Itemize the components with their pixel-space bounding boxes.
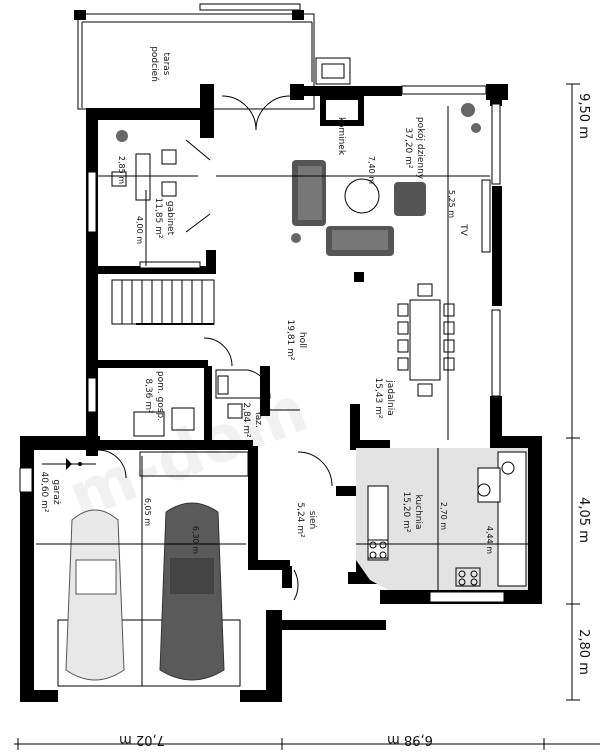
room-area-garaz: 40,60 m² <box>39 471 49 512</box>
chair-icon <box>161 181 177 197</box>
room-labels: taras podcień kominek pokój dzienny 37,2… <box>39 46 468 538</box>
tv-label: TV <box>458 223 468 236</box>
kitchen-floor <box>356 448 528 590</box>
dim-400: 4,00 m <box>135 216 144 244</box>
window <box>401 85 487 95</box>
window <box>321 63 345 79</box>
window <box>491 309 501 397</box>
window <box>491 103 501 185</box>
dim-740: 7,40 m <box>367 156 376 184</box>
outer-dim-bottom-right: 6,98 m <box>387 732 433 747</box>
outer-dim-right-mid: 4,05 m <box>576 497 591 543</box>
room-name-jadalnia: jadalnia <box>385 379 395 415</box>
terrace-post <box>74 10 86 20</box>
room-name-lazienka: łaz. <box>253 412 263 428</box>
garage-door <box>139 451 249 477</box>
outer-dimension-labels: 7,02 m 6,98 m 9,50 m 4,05 m 2,80 m <box>119 93 591 747</box>
room-name-holl: holl <box>297 332 307 348</box>
room-area-holl: 19,81 m² <box>285 319 295 360</box>
room-area-lazienka: 2,84 m² <box>241 402 251 438</box>
room-name-pom-gosp: pom. gosp. <box>155 371 165 421</box>
dim-285: 2,85 m <box>117 156 126 184</box>
outer-dim-right-bot: 2,80 m <box>576 629 591 675</box>
dimension-lines <box>36 106 528 686</box>
room-name-taras-2: podcień <box>149 46 159 82</box>
washer-icon <box>171 407 195 431</box>
car-icon <box>159 502 225 681</box>
compass-icon <box>42 458 96 470</box>
window <box>429 591 505 603</box>
room-area-kuchnia: 15,20 m² <box>401 491 411 532</box>
window <box>87 377 97 413</box>
armchair-icon <box>394 182 426 216</box>
room-area-pokoj: 37,20 m² <box>403 127 413 168</box>
room-name-pokoj: pokój dzienny <box>415 117 426 180</box>
sink-icon <box>477 483 491 497</box>
room-name-kuchnia: kuchnia <box>413 494 423 529</box>
desk-icon <box>135 153 151 201</box>
outer-dim-right-top: 9,50 m <box>576 93 591 139</box>
coffee-table-icon <box>344 178 380 214</box>
plant-icon <box>116 103 481 243</box>
doors <box>97 95 333 601</box>
terrace-post <box>292 10 304 20</box>
kitchen-island <box>477 467 501 503</box>
sink-icon <box>501 461 515 475</box>
shower-icon <box>215 369 271 399</box>
car-icon <box>65 509 125 681</box>
stove-icon <box>367 539 389 561</box>
stove-icon <box>455 567 481 587</box>
dim-270: 2,70 m <box>439 502 448 530</box>
terrace-outline <box>77 13 315 110</box>
windows <box>19 57 505 603</box>
window <box>481 179 491 253</box>
room-area-jadalnia: 15,43 m² <box>373 377 383 418</box>
garage-apron <box>57 619 241 687</box>
room-name-taras: taras <box>161 53 171 76</box>
dim-525: 5,25 m <box>447 190 456 218</box>
staircase <box>111 279 215 325</box>
room-area-pom-gosp: 8,36 m² <box>143 378 153 414</box>
terrace <box>74 3 315 110</box>
dim-630: 6,30 m <box>191 526 200 554</box>
room-name-kominek: kominek <box>336 117 346 156</box>
window <box>19 467 33 493</box>
kitchen-counter <box>497 451 527 587</box>
sink-icon <box>217 375 229 395</box>
window <box>139 261 201 269</box>
room-name-sien: sień <box>307 511 317 529</box>
toilet-icon <box>227 403 243 419</box>
chair-icon <box>161 149 177 165</box>
inner-dimension-labels: 2,85 m 7,40 m 4,00 m 5,25 m 2,70 m 4,44 … <box>117 156 494 554</box>
window <box>87 171 97 233</box>
outer-dimensions <box>14 83 600 750</box>
dim-605: 6,05 m <box>143 498 152 526</box>
room-name-gabinet: gabinet <box>165 201 175 236</box>
dining-table-icon <box>409 299 441 381</box>
boiler-icon <box>133 411 165 437</box>
room-area-gabinet: 11,85 m² <box>153 197 163 238</box>
room-area-sien: 5,24 m² <box>295 502 305 538</box>
terrace-top-edge <box>199 3 301 11</box>
chimney <box>354 272 364 282</box>
outer-dim-bottom-left: 7,02 m <box>119 732 165 747</box>
dim-444: 4,44 m <box>485 526 494 554</box>
room-name-garaz: garaż <box>51 479 61 504</box>
